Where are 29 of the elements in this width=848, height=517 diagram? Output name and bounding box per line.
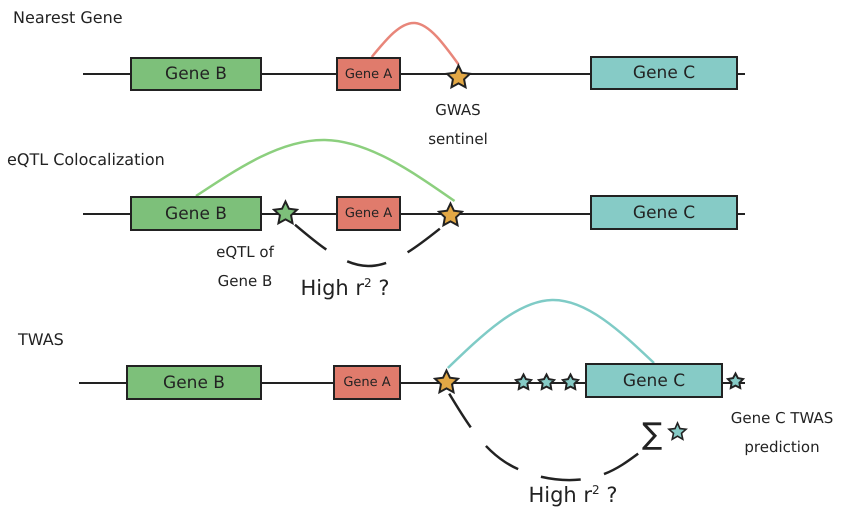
gene-box: Gene B xyxy=(130,57,262,91)
star-icon xyxy=(445,63,472,90)
star-icon xyxy=(437,201,464,228)
panel-title: eQTL Colocalization xyxy=(7,150,165,169)
node-label: Gene C TWAS prediction xyxy=(730,408,834,458)
star-icon xyxy=(561,372,580,391)
edge-label: High r$^{2}$ ? xyxy=(528,483,618,507)
star-icon xyxy=(514,372,533,391)
gene-box: Gene A xyxy=(336,196,401,231)
gene-box: Gene C xyxy=(590,195,738,230)
sum-symbol: ∑ xyxy=(642,418,662,452)
gene-box: Gene A xyxy=(336,57,401,91)
panel-title: Nearest Gene xyxy=(13,8,123,27)
node-label: eQTL of Gene B xyxy=(215,242,276,292)
gene-box: Gene B xyxy=(130,196,262,231)
node-label: GWAS sentinel xyxy=(427,100,489,150)
arc-connector xyxy=(370,22,460,66)
arc-connector xyxy=(195,138,456,202)
gene-box: Gene C xyxy=(585,363,723,398)
panel-title: TWAS xyxy=(18,330,64,349)
gene-box: Gene B xyxy=(126,365,262,400)
arc-connector xyxy=(446,298,655,369)
star-icon xyxy=(433,368,460,395)
star-icon xyxy=(272,199,299,226)
star-icon xyxy=(726,371,745,390)
gene-box: Gene A xyxy=(333,365,401,400)
edge-label: High r$^{2}$ ? xyxy=(300,276,390,300)
gene-box: Gene C xyxy=(590,56,738,90)
star-icon xyxy=(537,372,556,391)
